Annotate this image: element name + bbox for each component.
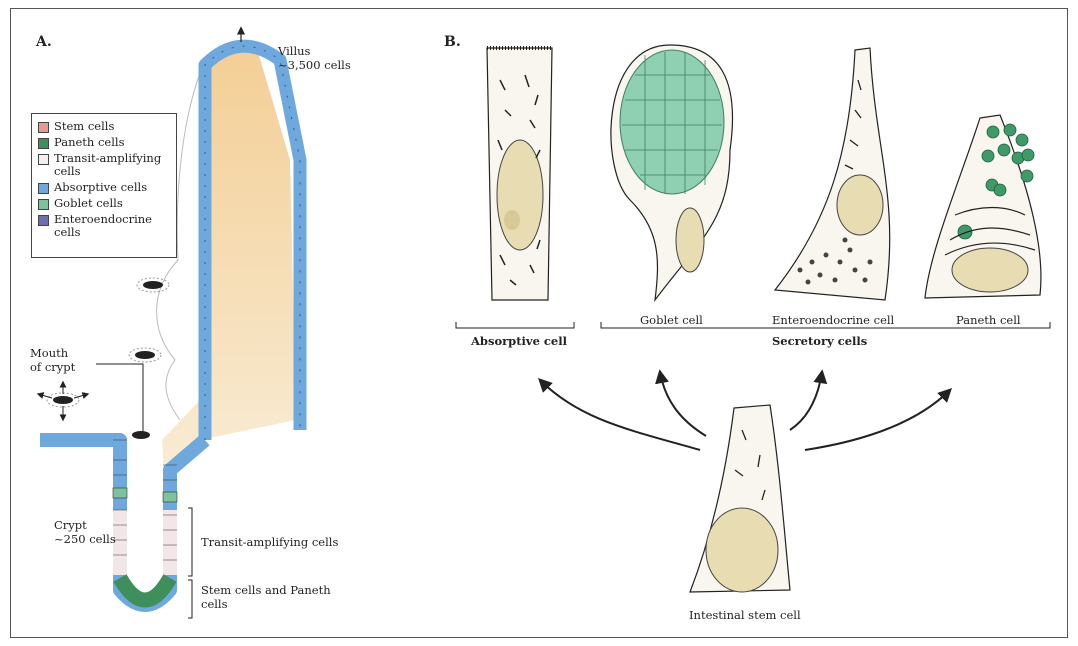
panel-a-label: A. bbox=[36, 35, 52, 49]
villus-label: Villus ~3,500 cells bbox=[278, 44, 351, 72]
legend-item-transit: Transit-amplifying cells bbox=[38, 152, 170, 178]
cell-type-legend: Stem cells Paneth cells Transit-amplifyi… bbox=[31, 113, 177, 258]
goblet-cell-label: Goblet cell bbox=[640, 313, 703, 327]
stem-paneth-bracket-label: Stem cells and Paneth cells bbox=[201, 583, 331, 611]
intestinal-stem-cell-label: Intestinal stem cell bbox=[689, 608, 801, 622]
goblet-cell-drawing bbox=[611, 45, 733, 300]
legend-item-absorptive: Absorptive cells bbox=[38, 181, 170, 194]
secretory-cells-label: Secretory cells bbox=[772, 334, 867, 348]
legend-swatch-absorptive bbox=[38, 183, 49, 194]
mouth-of-crypt-label: Mouth of crypt bbox=[30, 346, 75, 374]
paneth-cell-drawing bbox=[925, 115, 1041, 298]
enteroendocrine-cell-label: Enteroendocrine cell bbox=[772, 313, 894, 327]
crypt-label: Crypt ~250 cells bbox=[54, 518, 116, 546]
legend-item-goblet: Goblet cells bbox=[38, 197, 170, 210]
legend-swatch-transit bbox=[38, 154, 49, 165]
transit-amplifying-bracket-label: Transit-amplifying cells bbox=[201, 535, 338, 549]
absorptive-cell-drawing bbox=[487, 48, 552, 300]
legend-item-enteroendocrine: Enteroendocrine cells bbox=[38, 213, 170, 239]
panel-b-label: B. bbox=[444, 35, 461, 49]
legend-swatch-stem bbox=[38, 122, 49, 133]
legend-swatch-paneth bbox=[38, 138, 49, 149]
legend-swatch-enteroendocrine bbox=[38, 215, 49, 226]
intestinal-stem-cell-drawing bbox=[690, 405, 790, 592]
legend-swatch-goblet bbox=[38, 199, 49, 210]
legend-item-stem: Stem cells bbox=[38, 120, 170, 133]
legend-item-paneth: Paneth cells bbox=[38, 136, 170, 149]
absorptive-cell-label: Absorptive cell bbox=[471, 334, 567, 348]
enteroendocrine-cell-drawing bbox=[775, 48, 890, 300]
paneth-cell-label: Paneth cell bbox=[956, 313, 1021, 327]
